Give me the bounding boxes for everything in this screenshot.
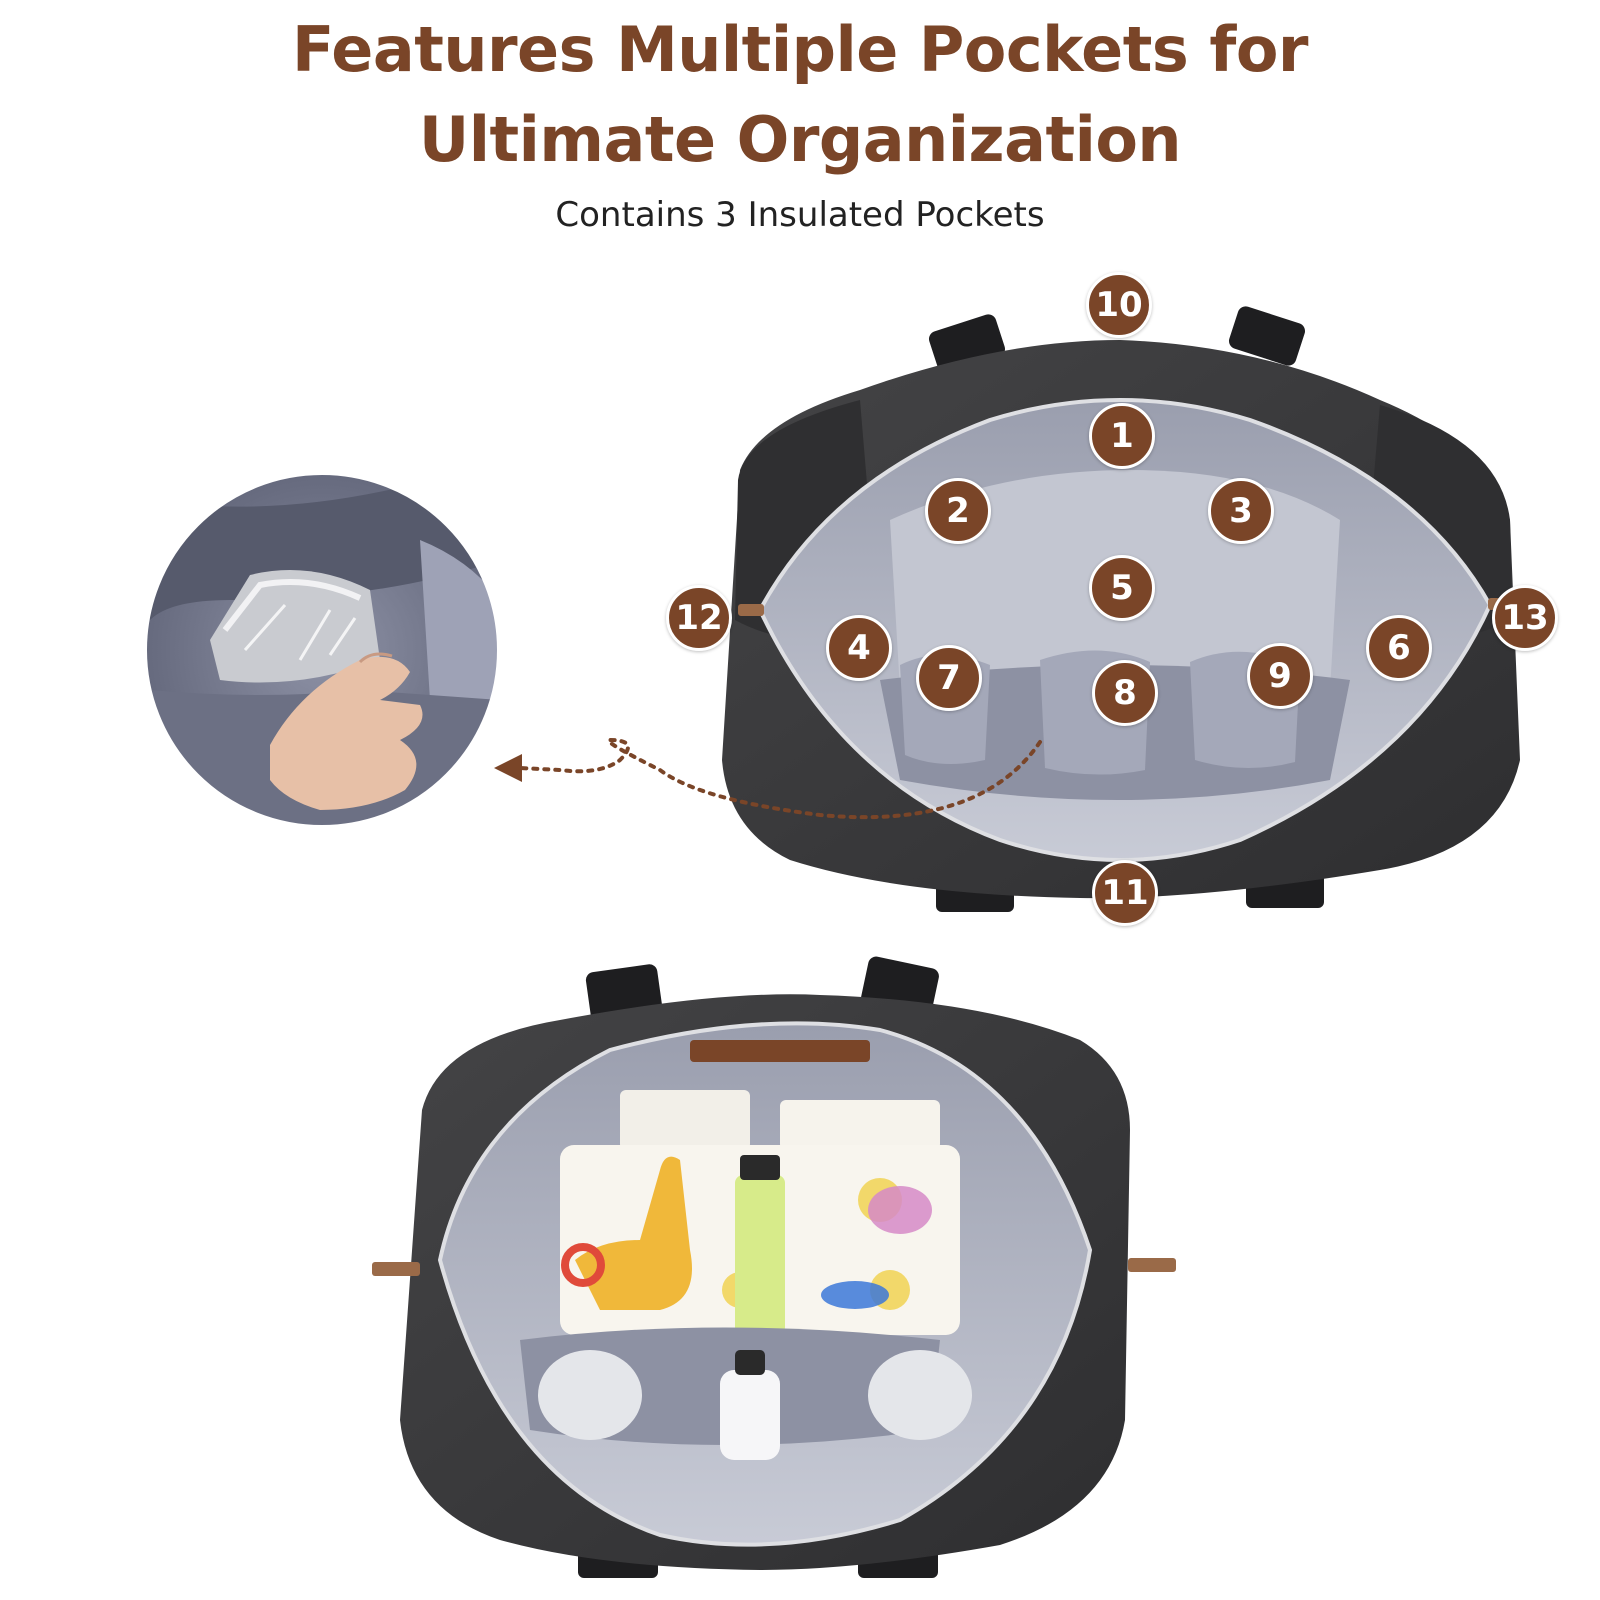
headline-line-1: Features Multiple Pockets for bbox=[291, 13, 1309, 86]
subheadline: Contains 3 Insulated Pockets bbox=[555, 195, 1045, 235]
pocket-badge-9: 9 bbox=[1247, 643, 1313, 709]
insulated-pocket-zoom bbox=[145, 473, 499, 827]
pocket-badge-3: 3 bbox=[1208, 478, 1274, 544]
pocket-badge-2: 2 bbox=[925, 478, 991, 544]
headline-line-2: Ultimate Organization bbox=[418, 103, 1182, 176]
pocket-badge-11: 11 bbox=[1092, 860, 1158, 926]
pocket-badge-12: 12 bbox=[666, 585, 732, 651]
pocket-badge-8: 8 bbox=[1092, 660, 1158, 726]
bottom-bag-illustration bbox=[372, 956, 1176, 1578]
pocket-badge-1: 1 bbox=[1089, 403, 1155, 469]
pocket-badge-6: 6 bbox=[1366, 615, 1432, 681]
pocket-badge-10: 10 bbox=[1086, 272, 1152, 338]
pocket-badge-7: 7 bbox=[916, 645, 982, 711]
pocket-badge-13: 13 bbox=[1492, 585, 1558, 651]
pocket-badge-5: 5 bbox=[1089, 555, 1155, 621]
dotted-arrow-connector bbox=[494, 737, 1042, 820]
pocket-badge-4: 4 bbox=[826, 615, 892, 681]
